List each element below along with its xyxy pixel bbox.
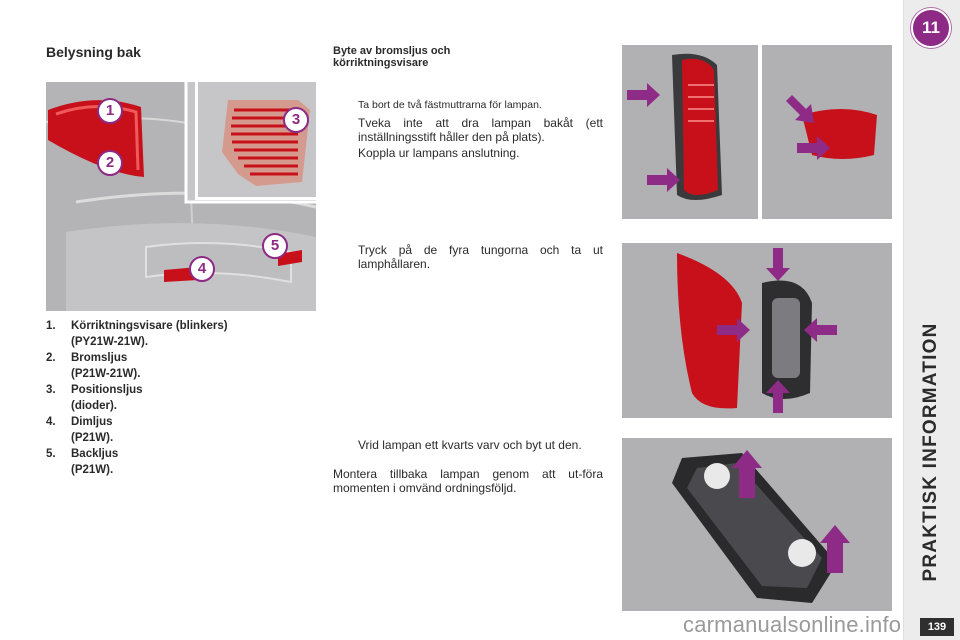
pointer-icon <box>333 438 358 452</box>
bulb-holder-photo <box>622 438 892 611</box>
pointer-icon <box>333 243 358 271</box>
callout-marker-3: 3 <box>283 107 309 133</box>
watermark: carmanualsonline.info <box>683 612 902 637</box>
pointer-icon <box>333 98 358 112</box>
page-number: 139 <box>920 618 954 636</box>
chapter-number: 11 <box>922 18 940 37</box>
step-remove-nuts: Ta bort de två fästmuttrarna för lampan. <box>333 98 603 112</box>
lamp-holder-tabs-photo <box>622 243 892 418</box>
step-remove-holder: Tryck på de fyra tungorna och ta ut lamp… <box>333 243 603 271</box>
legend-item: 4. Dimljus(P21W). <box>46 416 114 444</box>
section-heading: Belysning bak <box>46 44 141 60</box>
legend-item: 2. Bromsljus(P21W-21W). <box>46 352 141 380</box>
callout-marker-5: 5 <box>262 233 288 259</box>
legend-item: 3. Positionsljus(dioder). <box>46 384 143 412</box>
chapter-sidebar <box>903 0 960 640</box>
callout-marker-2: 2 <box>97 150 123 176</box>
legend-item: 5. Backljus(P21W). <box>46 448 119 476</box>
bulb-legend: 1. Körriktningsvisare (blinkers)(PY21W-2… <box>46 318 316 478</box>
pointer-icon <box>333 116 358 144</box>
callout-marker-1: 1 <box>97 98 123 124</box>
procedure-heading: Byte av bromsljus och körriktningsvisare <box>333 45 451 69</box>
step-disconnect: Koppla ur lampans anslutning. <box>333 146 603 160</box>
chapter-title: PRAKTISK INFORMATION <box>920 322 941 582</box>
pointer-icon <box>333 146 358 160</box>
reassembly-note: Montera tillbaka lampan genom att ut-för… <box>333 467 603 495</box>
led-lamp-inset: 3 <box>195 82 316 200</box>
lamp-fasteners-photo <box>622 45 892 219</box>
step-replace-bulb: Vrid lampan ett kvarts varv och byt ut d… <box>333 438 603 452</box>
legend-item: 1. Körriktningsvisare (blinkers)(PY21W-2… <box>46 320 228 348</box>
chapter-badge: 11 <box>911 8 951 48</box>
step-pull-lamp: Tveka inte att dra lampan bakåt (ett ins… <box>333 116 603 144</box>
callout-marker-4: 4 <box>189 256 215 282</box>
